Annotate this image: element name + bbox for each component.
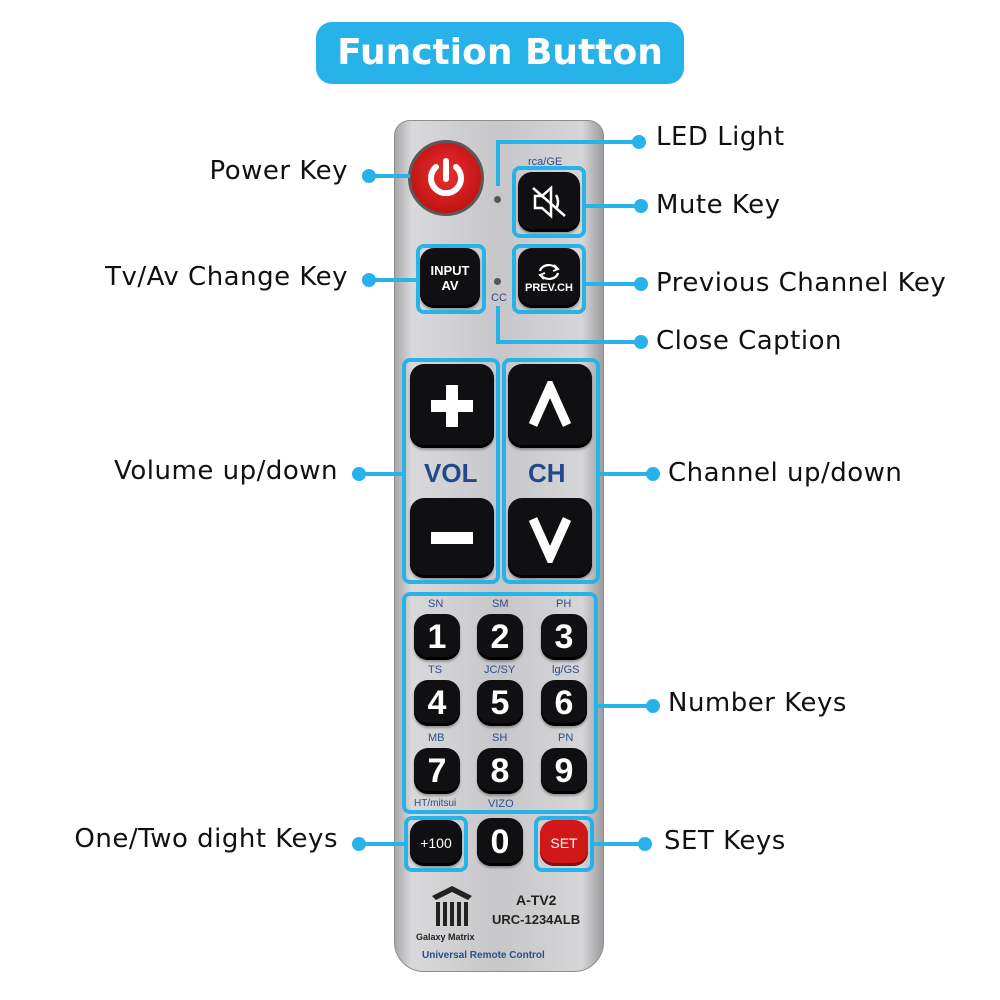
brand-code: PH [556, 598, 572, 610]
brand-code: PN [558, 732, 574, 744]
digit-8-button[interactable]: 8 [477, 748, 523, 794]
plus-icon [431, 385, 473, 427]
brand-code: lg/GS [552, 664, 580, 676]
volume-down-button[interactable] [410, 498, 494, 578]
label-led-light: LED Light [656, 122, 785, 152]
prev-channel-label: PREV.CH [525, 282, 573, 294]
brand-code: VIZO [488, 798, 514, 810]
brand-code: TS [428, 664, 443, 676]
digit-3-button[interactable]: 3 [541, 614, 587, 660]
cc-label: CC [491, 292, 507, 304]
mute-icon [532, 185, 566, 219]
highlight-input-av [416, 244, 486, 314]
vol-label: VOL [424, 458, 478, 488]
plus100-button[interactable]: +100 [410, 820, 462, 866]
digit-4-button[interactable]: 4 [414, 680, 460, 726]
connector-prev [586, 282, 640, 286]
marker-tvav [362, 273, 376, 287]
brand-code: SH [492, 732, 508, 744]
label-power-key: Power Key [209, 156, 348, 186]
marker-set [638, 837, 652, 851]
product-name: Universal Remote Control [422, 950, 545, 961]
marker-power [362, 169, 376, 183]
highlight-channel [502, 358, 600, 584]
cc-indicator [494, 278, 501, 285]
label-volume: Volume up/down [114, 456, 338, 486]
minus-icon [431, 532, 473, 544]
refresh-icon [538, 263, 560, 281]
channel-down-button[interactable] [508, 498, 592, 578]
marker-channel [646, 467, 660, 481]
label-mute-key: Mute Key [656, 190, 781, 220]
chevron-down-icon [528, 517, 572, 563]
digit-6-button[interactable]: 6 [541, 680, 587, 726]
label-prev-channel: Previous Channel Key [656, 268, 947, 298]
connector-onetwo [358, 842, 406, 846]
highlight-numbers [402, 592, 598, 814]
connector-cc-h [496, 340, 640, 344]
chevron-up-icon [528, 381, 572, 427]
highlight-plus100 [404, 816, 468, 872]
label-number-keys: Number Keys [668, 688, 847, 718]
connector-volume [358, 472, 404, 476]
volume-up-button[interactable] [410, 364, 494, 448]
digit-2-button[interactable]: 2 [477, 614, 523, 660]
prev-channel-button[interactable]: PREV.CH [518, 248, 580, 308]
label-channel: Channel up/down [668, 458, 903, 488]
marker-numbers [646, 699, 660, 713]
marker-onetwo [352, 837, 366, 851]
input-av-button[interactable]: INPUT AV [420, 248, 480, 308]
digit-7-button[interactable]: 7 [414, 748, 460, 794]
highlight-mute [512, 166, 586, 238]
digit-0-button[interactable]: 0 [477, 818, 523, 866]
maker-name: Galaxy Matrix [416, 932, 475, 942]
marker-led [632, 135, 646, 149]
marker-prev [634, 277, 648, 291]
brand-code: SN [428, 598, 444, 610]
digit-9-button[interactable]: 9 [541, 748, 587, 794]
connector-cc-v [496, 306, 500, 344]
channel-up-button[interactable] [508, 364, 592, 448]
set-button[interactable]: SET [540, 820, 588, 866]
connector-led-h [496, 140, 638, 144]
connector-power [368, 174, 410, 178]
led-light [494, 196, 501, 203]
brand-code: SM [492, 598, 509, 610]
brand-code: JC/SY [484, 664, 516, 676]
connector-tvav [368, 278, 418, 282]
galaxy-matrix-logo-icon [432, 886, 472, 926]
brand-code: HT/mitsui [414, 798, 457, 809]
connector-numbers [596, 704, 652, 708]
label-tvav-key: Tv/Av Change Key [105, 262, 348, 292]
label-onetwo-keys: One/Two dight Keys [74, 824, 338, 854]
connector-mute [586, 204, 640, 208]
input-label: INPUT [430, 263, 470, 278]
digit-5-button[interactable]: 5 [477, 680, 523, 726]
highlight-set [534, 816, 594, 872]
marker-mute [634, 199, 648, 213]
power-button[interactable] [408, 140, 484, 216]
highlight-prev-ch [512, 244, 586, 314]
ch-label: CH [528, 458, 566, 488]
connector-led-v [496, 140, 500, 186]
mute-button[interactable] [518, 172, 580, 232]
brand-label-rca: rca/GE [528, 156, 563, 168]
av-label: AV [441, 278, 459, 293]
label-set-keys: SET Keys [664, 826, 786, 856]
marker-cc [634, 335, 648, 349]
model-code: URC-1234ALB [492, 912, 581, 927]
digit-1-button[interactable]: 1 [414, 614, 460, 660]
label-close-caption: Close Caption [656, 326, 842, 356]
connector-channel [598, 472, 652, 476]
model-name: A-TV2 [516, 892, 557, 908]
highlight-volume [402, 358, 500, 584]
brand-code: MB [428, 732, 445, 744]
page-title: Function Button [316, 22, 684, 84]
marker-volume [352, 467, 366, 481]
power-icon [428, 158, 464, 197]
connector-set [592, 842, 644, 846]
